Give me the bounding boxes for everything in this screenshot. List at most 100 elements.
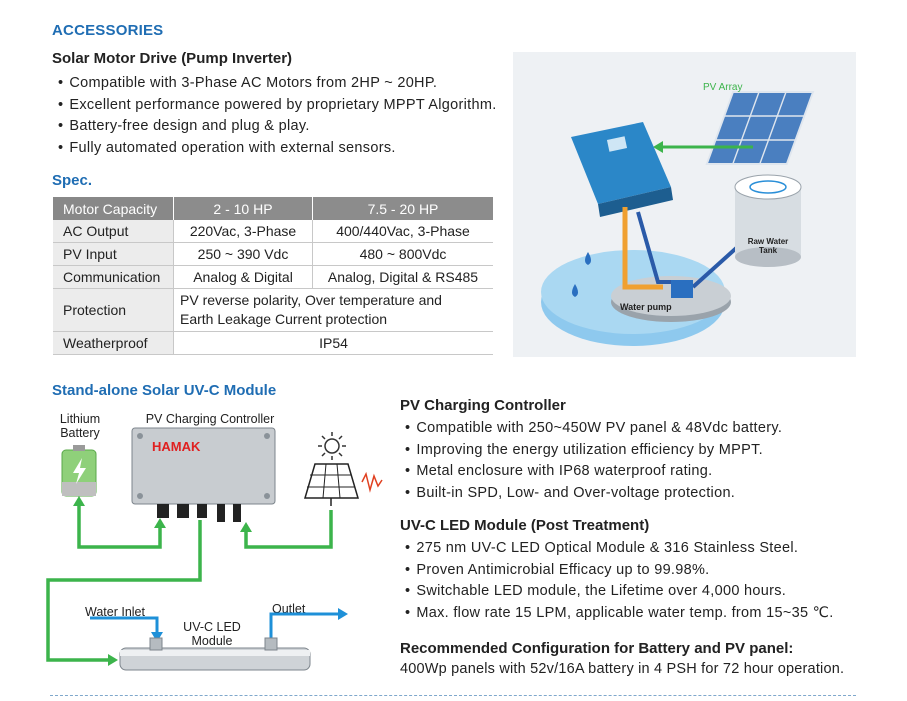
inverter-box-shape: [571, 122, 671, 204]
spec-value: 400/440Vac, 3-Phase: [312, 220, 493, 243]
tank-water-ripple-icon: [749, 180, 787, 194]
spec-table: Motor Capacity 2 - 10 HP 7.5 - 20 HP AC …: [53, 197, 493, 355]
uvc-tube-highlight: [120, 650, 310, 656]
sun-icon: [324, 438, 340, 454]
led-module-bullet: Proven Antimicrobial Efficacy up to 99.9…: [405, 560, 834, 582]
battery-wire-shape: [77, 502, 162, 549]
spec-header-cell: 2 - 10 HP: [173, 197, 313, 220]
controller-label: PV Charging Controller: [145, 412, 275, 426]
lightning-icon: [73, 458, 86, 484]
spec-row: AC Output 220Vac, 3-Phase 400/440Vac, 3-…: [53, 220, 493, 243]
lithium-battery-label-line: Battery: [60, 426, 100, 440]
uvc-system-diagram: Lithium Battery PV Charging Controller W…: [40, 402, 395, 692]
connector-shape: [177, 504, 189, 518]
pv-array-panel: [705, 91, 815, 165]
spec-title: Spec.: [52, 172, 93, 189]
wire-arrow-icon: [240, 522, 252, 532]
drive-bullet: Excellent performance powered by proprie…: [58, 95, 497, 117]
spec-value: 220Vac, 3-Phase: [173, 220, 313, 243]
dashed-divider: [50, 695, 856, 696]
pv-array-label: PV Array: [703, 82, 742, 93]
protection-line: PV reverse polarity, Over temperature an…: [180, 292, 442, 308]
connector-shape: [217, 504, 225, 522]
spec-row: Communication Analog & Digital Analog, D…: [53, 265, 493, 289]
pv-controller-title: PV Charging Controller: [400, 397, 566, 414]
led-module-bullet: 275 nm UV-C LED Optical Module & 316 Sta…: [405, 538, 834, 560]
led-module-bullet: Switchable LED module, the Lifetime over…: [405, 581, 834, 603]
outlet-line: [269, 612, 340, 642]
screw-icon: [264, 493, 270, 499]
pv-controller-bullet: Metal enclosure with IP68 waterproof rat…: [405, 461, 782, 483]
spec-label: Protection: [53, 288, 174, 332]
screw-icon: [137, 433, 143, 439]
spec-label: AC Output: [53, 220, 174, 243]
water-inlet-line: [90, 616, 159, 634]
pv-controller-bullet: Built-in SPD, Low- and Over-voltage prot…: [405, 483, 782, 505]
drive-title: Solar Motor Drive (Pump Inverter): [52, 50, 293, 67]
connector-shape: [157, 504, 169, 518]
spec-value: 250 ~ 390 Vdc: [173, 242, 313, 266]
lithium-battery-label: Lithium Battery: [50, 412, 110, 440]
raw-water-tank-label: Raw Water: [748, 237, 789, 246]
battery-base-shape: [62, 482, 96, 496]
tank-bottom-shape: [735, 247, 801, 267]
solar-panel-grid: [307, 463, 355, 499]
drive-bullet: Battery-free design and plug & play.: [58, 116, 497, 138]
pv-controller-bullet: Compatible with 250~450W PV panel & 48Vd…: [405, 418, 782, 440]
tank-top-shape: [734, 174, 802, 200]
protection-line: Earth Leakage Current protection: [180, 311, 388, 327]
wire-arrow-icon: [154, 518, 166, 528]
solar-pump-illustration: PV Array Water pump Raw Water Tank: [541, 82, 815, 346]
led-module-bullet: Max. flow rate 15 LPM, applicable water …: [405, 603, 834, 625]
spec-label: Weatherproof: [53, 331, 174, 355]
spec-row: PV Input 250 ~ 390 Vdc 480 ~ 800Vdc: [53, 242, 493, 266]
screw-icon: [264, 433, 270, 439]
uvc-module-label: UV-C LED Module: [172, 620, 252, 648]
spec-label: PV Input: [53, 242, 174, 266]
spec-row: Protection PV reverse polarity, Over tem…: [53, 288, 493, 332]
led-module-bullet-list: 275 nm UV-C LED Optical Module & 316 Sta…: [405, 538, 834, 624]
spec-label: Communication: [53, 265, 174, 289]
spec-header-row: Motor Capacity 2 - 10 HP 7.5 - 20 HP: [53, 197, 493, 220]
pv-controller-bullet: Improving the energy utilization efficie…: [405, 440, 782, 462]
water-pump-shape: [671, 280, 693, 298]
spec-protection-value: PV reverse polarity, Over temperature an…: [173, 288, 493, 332]
hamak-brand-label: HAMAK: [152, 439, 201, 454]
panel-wire-shape: [244, 510, 333, 549]
water-pipe-shape: [622, 207, 663, 290]
wire-arrow-icon: [108, 654, 118, 666]
led-module-title: UV-C LED Module (Post Treatment): [400, 517, 650, 534]
accessories-title: ACCESSORIES: [52, 22, 164, 39]
inverter-side-shape: [598, 187, 673, 217]
module-wire-shape: [46, 520, 202, 662]
solar-pump-diagram: PV Array Water pump Raw Water Tank: [513, 52, 856, 357]
screw-icon: [137, 493, 143, 499]
uvc-title: Stand-alone Solar UV-C Module: [52, 382, 277, 399]
drive-bullet-list: Compatible with 3-Phase AC Motors from 2…: [58, 73, 497, 159]
raw-water-tank-label: Tank: [759, 246, 778, 255]
battery-terminal-shape: [73, 445, 85, 451]
connector-shape: [197, 504, 207, 518]
spec-header-cell: 7.5 - 20 HP: [312, 197, 493, 220]
heat-wave-icon: [361, 471, 383, 493]
uvc-module-label-line: UV-C LED: [183, 620, 241, 634]
spec-row: Weatherproof IP54: [53, 331, 493, 355]
pv-cable-arrow-icon: [653, 141, 663, 153]
spec-value: Analog, Digital & RS485: [312, 265, 493, 289]
drive-bullet: Fully automated operation with external …: [58, 138, 497, 160]
spec-header-cell: Motor Capacity: [53, 197, 174, 220]
water-drop-icon: [572, 284, 578, 297]
wire-arrow-icon: [73, 496, 85, 506]
spec-value: Analog & Digital: [173, 265, 313, 289]
water-pump-label: Water pump: [620, 302, 672, 312]
inverter-display-shape: [606, 136, 628, 152]
sun-ray-icon: [318, 432, 346, 460]
uvc-illustration: HAMAK: [46, 427, 383, 671]
lithium-battery-label-line: Lithium: [59, 412, 101, 426]
solar-panel-icon: [303, 463, 360, 499]
pv-controller-bullet-list: Compatible with 250~450W PV panel & 48Vd…: [405, 418, 782, 504]
connector-shape: [233, 504, 241, 522]
outlet-arrow-icon: [338, 608, 348, 620]
recommended-title: Recommended Configuration for Battery an…: [400, 640, 794, 657]
spec-value: 480 ~ 800Vdc: [312, 242, 493, 266]
